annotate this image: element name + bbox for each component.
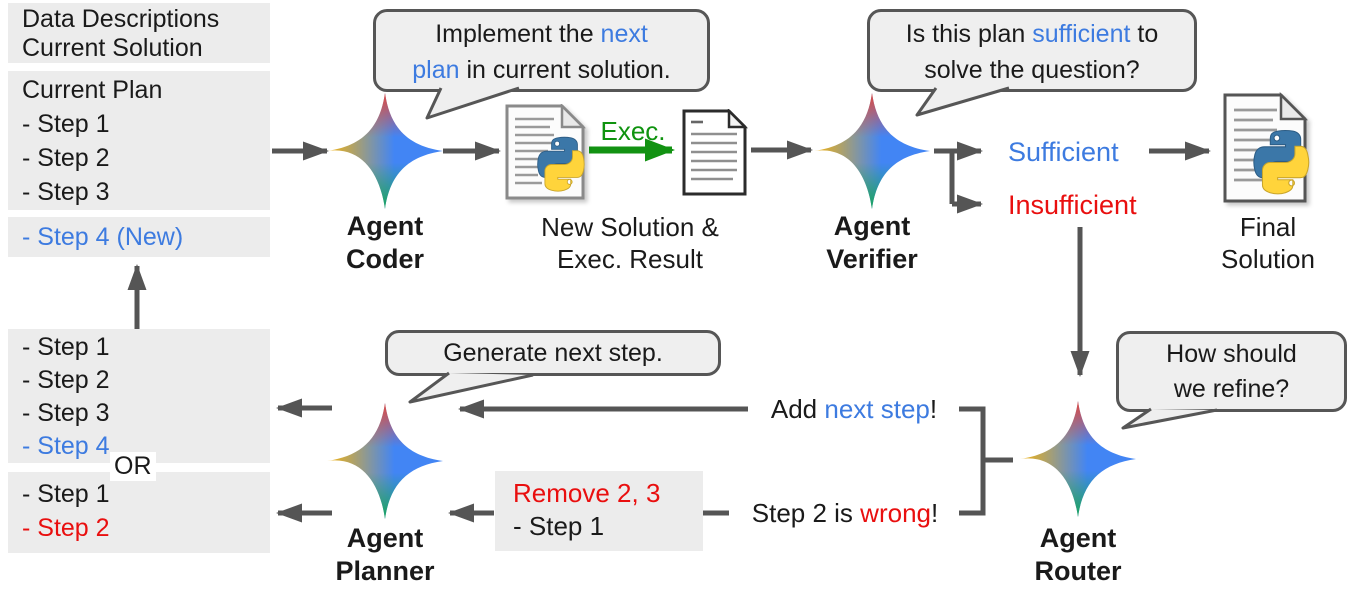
bubble-text: solve the question? — [924, 56, 1140, 84]
bubble-text: Is this plan — [905, 20, 1033, 48]
bubble-line: Implement the next — [376, 16, 707, 52]
verifier-star-icon — [814, 93, 930, 209]
bubble-line: we refine? — [1173, 375, 1290, 403]
plan-step: - Step 3 — [22, 178, 110, 206]
planner-speech-bubble: Generate next step. — [385, 330, 721, 376]
bubble-text: to — [1130, 20, 1159, 48]
verifier-speech-bubble: Is this plan sufficient to solve the que… — [867, 9, 1197, 92]
agent-name-line: Agent — [1039, 523, 1117, 553]
agent-name-line: Router — [1034, 556, 1122, 586]
agent-router-label: Agent Router — [988, 522, 1168, 588]
agent-name-line: Agent — [833, 211, 911, 241]
context-line: Data Descriptions — [22, 5, 220, 33]
caption-line: Final — [1239, 212, 1297, 242]
bubble-text: in current solution. — [459, 56, 671, 84]
or-label: OR — [110, 452, 156, 481]
bubble-line: Generate next step. — [388, 333, 718, 373]
bubble-text: Generate next step. — [443, 339, 663, 367]
plan-step: - Step 1 — [22, 480, 110, 508]
plan-step: - Step 1 — [22, 110, 110, 138]
label-text-highlight: next step — [824, 394, 930, 424]
remove-steps-line: - Step 1 — [513, 511, 605, 541]
exec-label: Exec. — [600, 116, 666, 146]
router-speech-bubble: How should we refine? — [1116, 331, 1347, 412]
plan-step: - Step 3 — [22, 399, 110, 427]
agent-name-line: Agent — [346, 523, 424, 553]
label-text: Add — [770, 394, 825, 424]
label-text: ! — [929, 394, 938, 424]
bubble-text-highlight: sufficient — [1032, 20, 1131, 48]
agent-name-line: Agent — [346, 211, 424, 241]
bubble-text-highlight: next — [600, 20, 648, 48]
python-logo-icon — [537, 136, 585, 192]
caption-line: Solution — [1221, 244, 1315, 274]
python-logo-icon — [1253, 129, 1310, 195]
caption-line: Exec. Result — [557, 244, 703, 274]
insufficient-label: Insufficient — [1008, 190, 1137, 220]
label-text: ! — [931, 498, 939, 528]
remove-steps-box: Remove 2, 3 - Step 1 — [495, 471, 703, 551]
plan-step-wrong: - Step 2 — [22, 514, 110, 542]
router-output-bracket — [959, 406, 1013, 516]
new-step-text: - Step 4 (New) — [22, 223, 184, 251]
plan-step: - Step 2 — [22, 144, 110, 172]
step2-wrong-label: Step 2 is wrong! — [736, 498, 954, 529]
context-box: Data Descriptions Current Solution — [8, 3, 270, 63]
remove-steps-line: Remove 2, 3 — [513, 478, 661, 508]
exec-result-file-icon — [682, 109, 748, 196]
new-step-box: - Step 4 (New) — [8, 217, 270, 257]
coder-star-icon — [327, 93, 443, 209]
agent-name-line: Coder — [345, 244, 424, 274]
label-text-highlight: wrong — [860, 498, 931, 528]
agent-planner-label: Agent Planner — [295, 522, 475, 588]
bubble-line: solve the question? — [870, 52, 1194, 88]
verifier-bubble-tail — [915, 86, 1010, 117]
bubble-text-highlight: plan — [412, 56, 460, 84]
sufficient-label: Sufficient — [1008, 137, 1119, 167]
agent-coder-label: Agent Coder — [295, 210, 475, 276]
plan-title: Current Plan — [22, 76, 163, 104]
agent-name-line: Planner — [335, 556, 435, 586]
router-star-icon — [1020, 401, 1136, 517]
final-solution-label: Final Solution — [1178, 211, 1358, 275]
plan-step: - Step 1 — [22, 333, 110, 361]
planner-star-icon — [327, 403, 443, 519]
bubble-line: Is this plan sufficient to — [870, 16, 1194, 52]
plan-a-box: - Step 1 - Step 2 - Step 3 - Step 4 — [8, 329, 270, 463]
plan-step-new: - Step 4 — [22, 432, 110, 460]
bubble-text: Implement the — [435, 20, 601, 48]
new-solution-label: New Solution & Exec. Result — [515, 211, 745, 275]
bubble-line: How should — [1166, 340, 1297, 368]
plan-b-box: - Step 1 - Step 2 — [8, 472, 270, 553]
add-next-step-label: Add next step! — [750, 394, 958, 425]
planner-bubble-tail — [408, 371, 534, 404]
agent-verifier-label: Agent Verifier — [782, 210, 962, 276]
coder-speech-bubble: Implement the next plan in current solut… — [373, 9, 710, 92]
current-plan-box: Current Plan - Step 1 - Step 2 - Step 3 — [8, 71, 270, 210]
label-text: Step 2 is — [751, 498, 861, 528]
agent-name-line: Verifier — [826, 244, 918, 274]
plan-step: - Step 2 — [22, 366, 110, 394]
bubble-line: plan in current solution. — [376, 52, 707, 88]
caption-line: New Solution & — [541, 212, 719, 242]
context-line: Current Solution — [22, 34, 203, 62]
